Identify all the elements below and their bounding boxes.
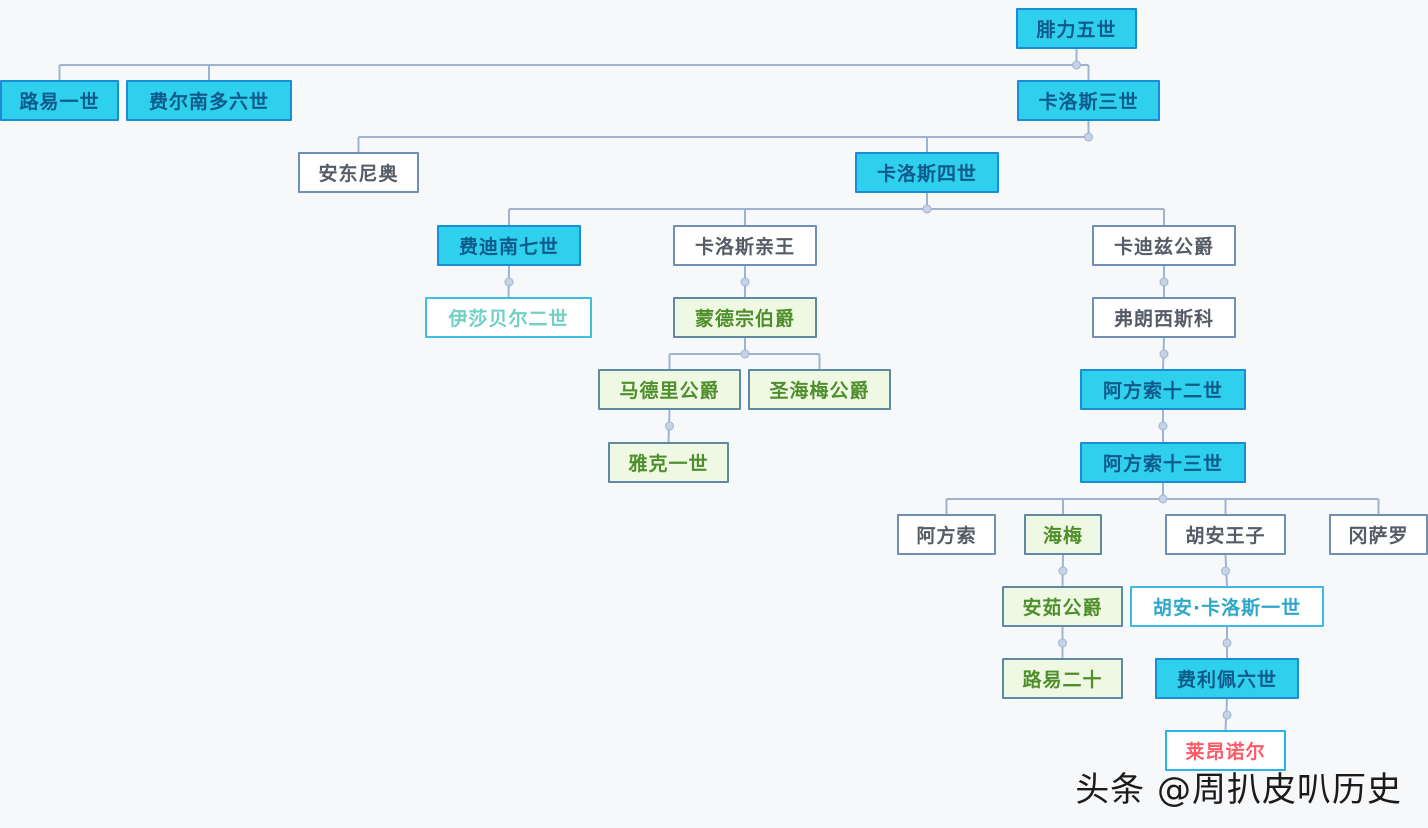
connector-dot — [1058, 638, 1067, 648]
node-carlos-iv[interactable]: 卡洛斯四世 — [855, 152, 999, 193]
node-gonzalo[interactable]: 冈萨罗 — [1329, 514, 1428, 555]
node-fernando-vi[interactable]: 费尔南多六世 — [126, 80, 292, 121]
node-alfonso-xiii[interactable]: 阿方索十三世 — [1080, 442, 1246, 483]
node-jaime-i[interactable]: 雅克一世 — [608, 442, 729, 483]
node-carlos-iii[interactable]: 卡洛斯三世 — [1017, 80, 1160, 121]
connector-dot — [922, 204, 932, 214]
node-fernando-vii[interactable]: 费迪南七世 — [437, 225, 581, 266]
connector-dot — [1072, 60, 1081, 70]
node-philip-v[interactable]: 腓力五世 — [1016, 8, 1137, 49]
connector-dot — [1222, 710, 1232, 720]
node-alfonso-xii[interactable]: 阿方索十二世 — [1080, 369, 1246, 410]
connector-dot — [1058, 566, 1068, 576]
node-jaime[interactable]: 海梅 — [1024, 514, 1102, 555]
node-count-montizon[interactable]: 蒙德宗伯爵 — [673, 297, 817, 338]
connector-dot — [1159, 277, 1169, 287]
connector-dot — [1222, 638, 1232, 648]
node-prince-carlos[interactable]: 卡洛斯亲王 — [673, 225, 817, 266]
node-louis-xx[interactable]: 路易二十 — [1002, 658, 1123, 699]
node-leonor[interactable]: 莱昂诺尔 — [1165, 730, 1286, 771]
connector-dot — [1159, 349, 1169, 359]
connector-dot — [1158, 494, 1168, 504]
connector-dot — [1084, 132, 1093, 142]
node-duke-madrid[interactable]: 马德里公爵 — [598, 369, 741, 410]
node-isabel-ii[interactable]: 伊莎贝尔二世 — [425, 297, 592, 338]
node-antonio[interactable]: 安东尼奥 — [298, 152, 419, 193]
node-prince-juan[interactable]: 胡安王子 — [1165, 514, 1286, 555]
connector-dot — [665, 421, 674, 431]
connector-dot — [740, 277, 750, 287]
connector-dot — [740, 349, 750, 359]
connector-dot — [1221, 566, 1230, 576]
node-duke-anjou[interactable]: 安茹公爵 — [1002, 586, 1123, 627]
node-duke-cadiz[interactable]: 卡迪兹公爵 — [1092, 225, 1236, 266]
node-felipe-vi[interactable]: 费利佩六世 — [1155, 658, 1299, 699]
node-duke-san-jaime[interactable]: 圣海梅公爵 — [748, 369, 891, 410]
node-alfonso[interactable]: 阿方索 — [897, 514, 996, 555]
watermark-text: 头条 @周扒皮叭历史 — [1075, 770, 1402, 810]
connector-dot — [504, 277, 514, 287]
node-francisco[interactable]: 弗朗西斯科 — [1092, 297, 1236, 338]
node-luis-i[interactable]: 路易一世 — [0, 80, 119, 121]
node-juan-carlos-i[interactable]: 胡安·卡洛斯一世 — [1130, 586, 1324, 627]
connector-dot — [1158, 421, 1168, 431]
